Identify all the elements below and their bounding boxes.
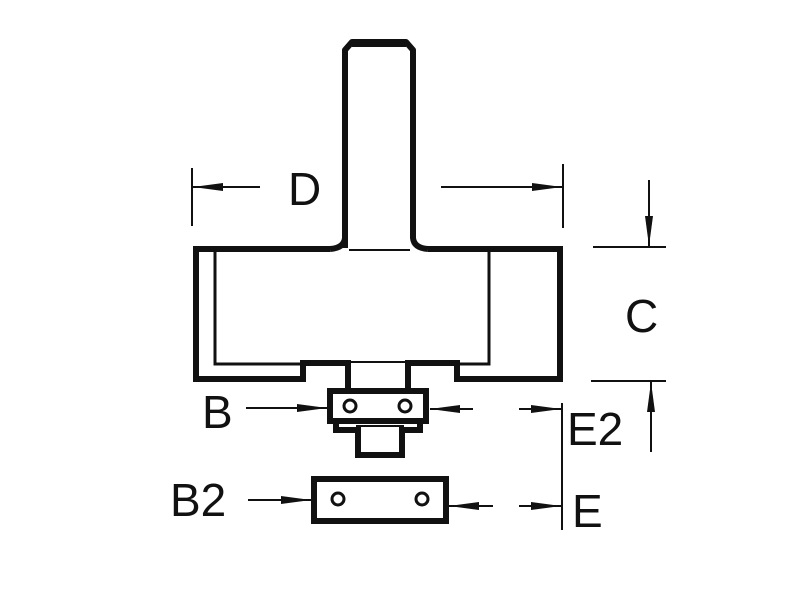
bearing-hole-left [342,398,358,414]
bearing-hole-right [397,398,413,414]
label-b2: B2 [170,474,226,526]
label-e2: E2 [567,403,623,455]
dimension-d [191,164,564,228]
dimension-c [591,180,666,452]
label-e: E [572,485,603,537]
shank [329,39,429,252]
bearing-b2-hole-left [330,491,346,507]
bearing-b2 [311,476,449,524]
label-c: C [625,290,658,342]
bearing-b2-hole-right [414,491,430,507]
label-b: B [202,386,233,438]
bearing-b [327,388,429,458]
dimension-b [246,404,561,413]
dimension-b2 [248,496,561,510]
label-d: D [288,163,321,215]
cutter-body [193,246,563,390]
